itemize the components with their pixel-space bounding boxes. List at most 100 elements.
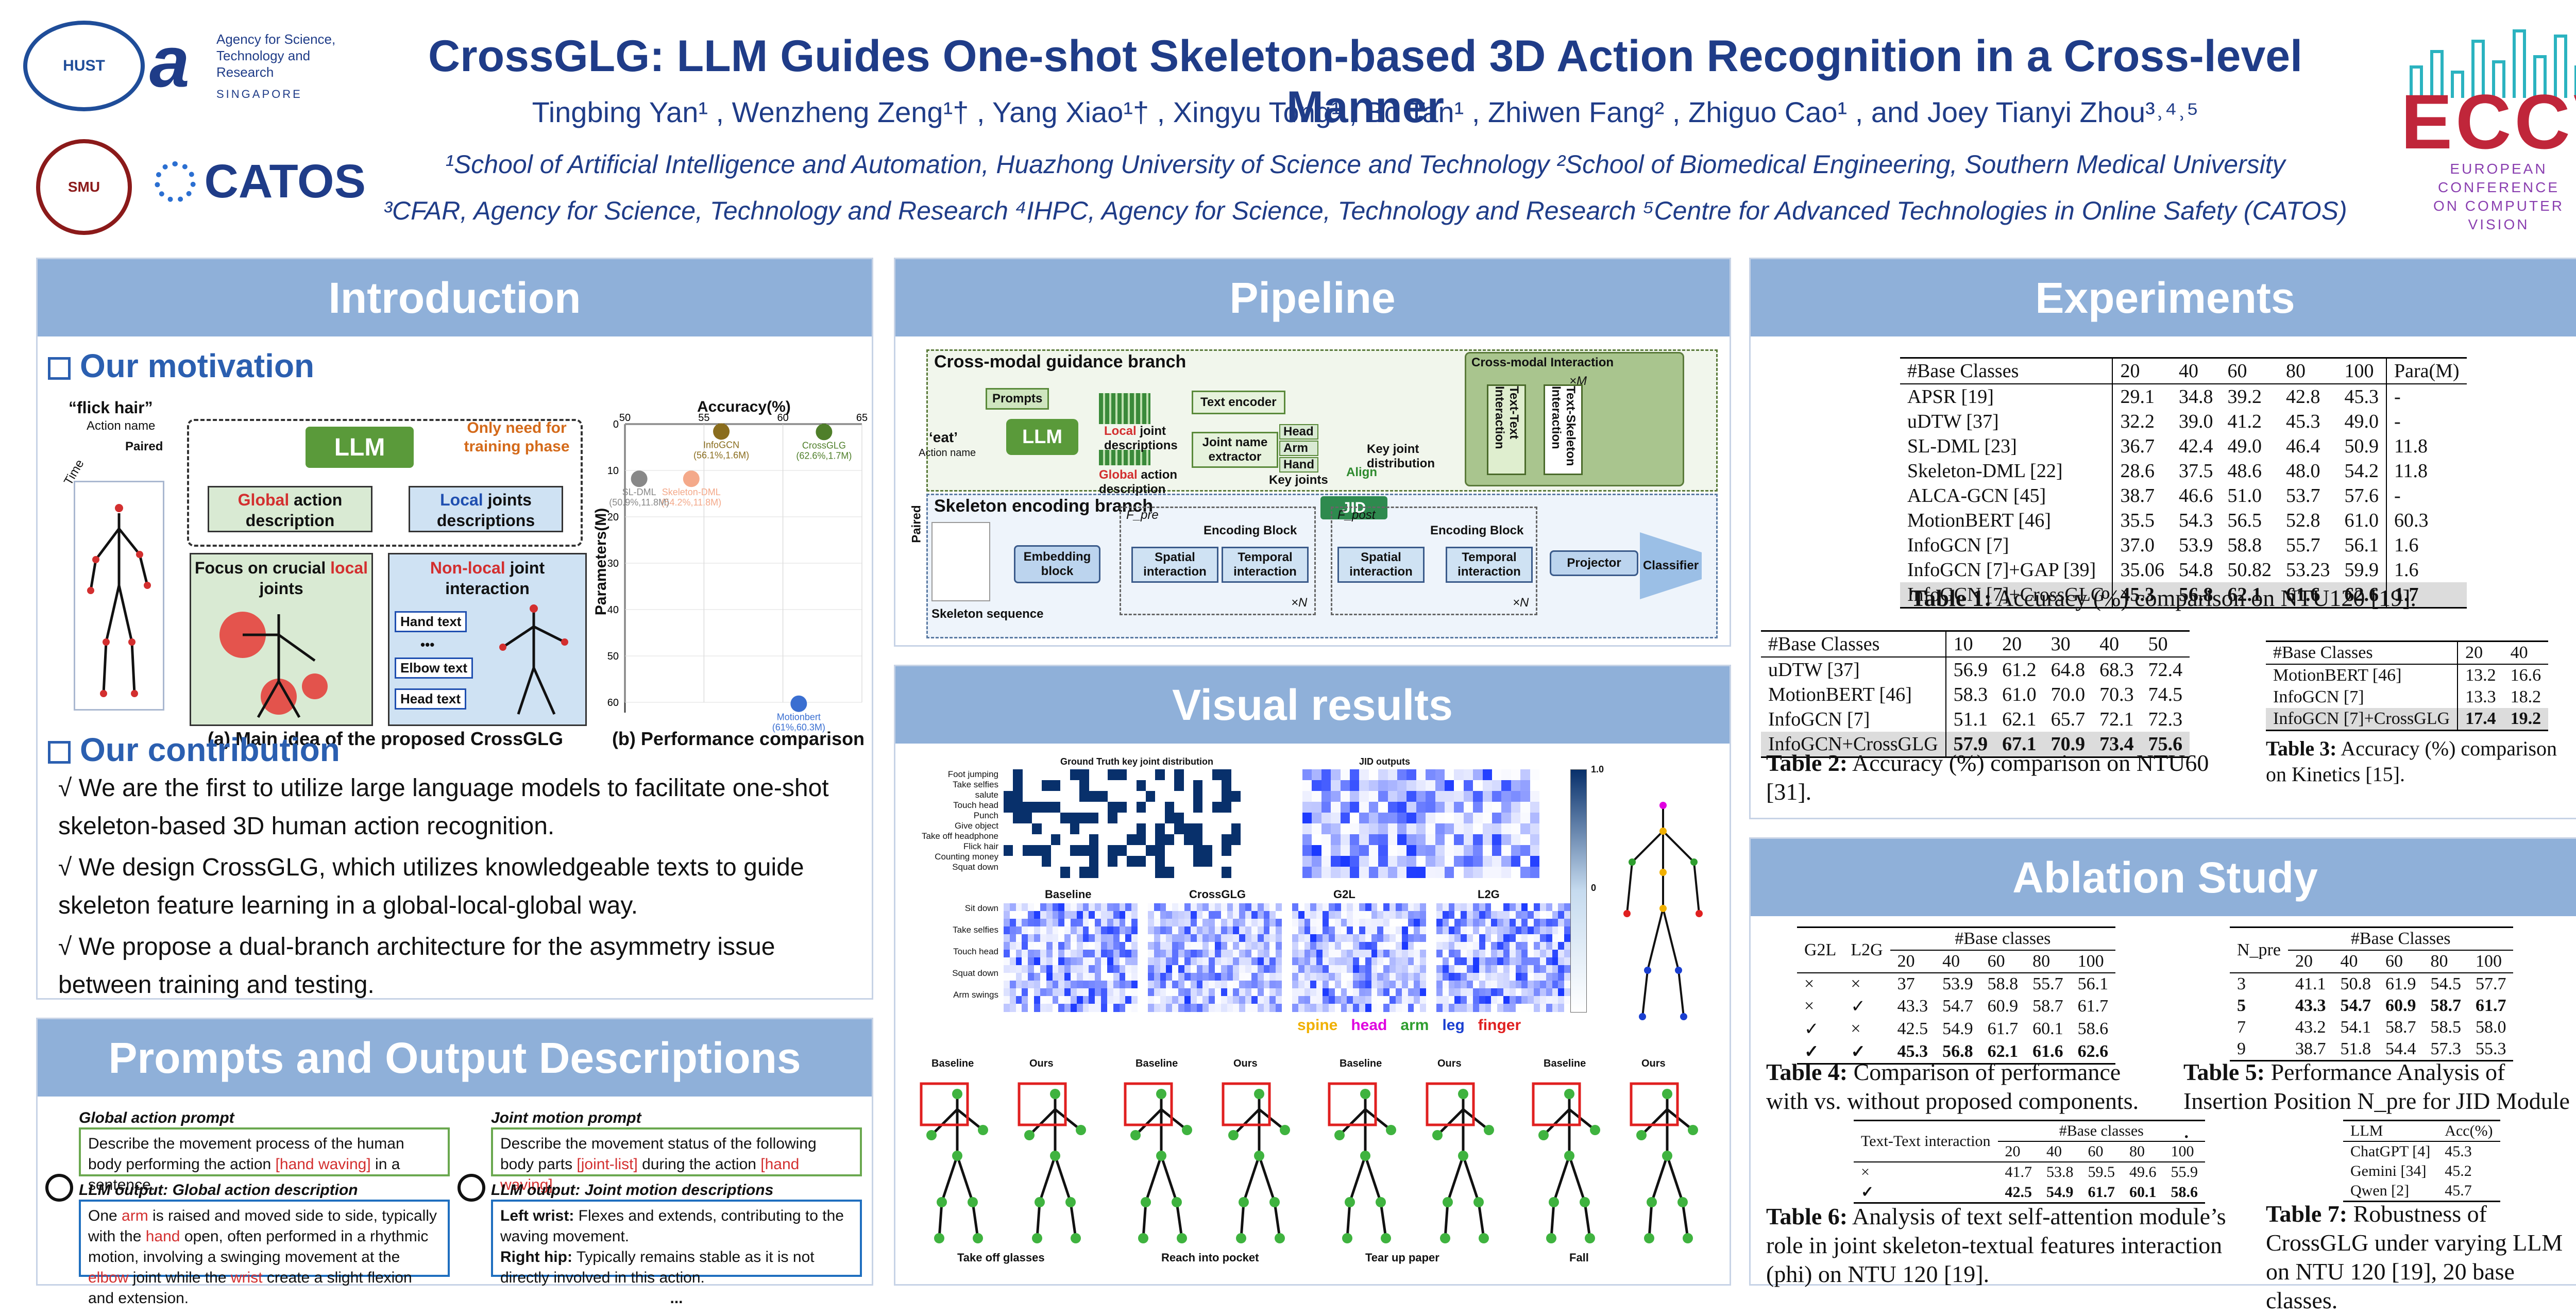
table-cell: 55.9 bbox=[2163, 1161, 2206, 1182]
attention-map-title: CrossGLG bbox=[1189, 888, 1246, 901]
heatmap-cell bbox=[1215, 934, 1222, 942]
table-cell: 45.3 bbox=[1890, 1040, 1936, 1065]
table-cell: 56.1 bbox=[2070, 972, 2116, 995]
heatmap-cell bbox=[1127, 791, 1137, 802]
heatmap-cell bbox=[1520, 823, 1531, 835]
pose-joint bbox=[1386, 1125, 1396, 1135]
heatmap-cell bbox=[1467, 942, 1473, 950]
heatmap-cell bbox=[1323, 950, 1329, 958]
heatmap-cell bbox=[1378, 791, 1388, 802]
heatmap-cell bbox=[1148, 1004, 1155, 1012]
heatmap-cell bbox=[1298, 934, 1305, 942]
heatmap-cell bbox=[1174, 769, 1184, 781]
heatmap-cell bbox=[1215, 973, 1222, 981]
heatmap-cell bbox=[1511, 845, 1521, 856]
heatmap-cell bbox=[1117, 867, 1127, 878]
table-cell: Gemini [34] bbox=[2350, 1162, 2427, 1179]
heatmap-cell bbox=[1436, 911, 1443, 919]
focus-local-box: Focus on crucial local joints bbox=[190, 553, 373, 726]
heatmap-cell bbox=[1022, 996, 1028, 1004]
heatmap-cell bbox=[1416, 834, 1426, 846]
table-cell: 50.9 bbox=[2344, 435, 2379, 457]
heatmap-cell bbox=[1341, 942, 1347, 950]
heatmap-cell bbox=[1539, 926, 1547, 935]
heatmap-cell bbox=[1501, 802, 1512, 813]
heatmap-cell bbox=[1552, 911, 1558, 919]
heatmap-cell bbox=[1485, 911, 1492, 919]
pose-bone bbox=[1175, 1202, 1183, 1239]
heatmap-cell bbox=[1467, 903, 1473, 912]
heatmap-cell bbox=[1387, 802, 1398, 813]
heatmap-cell bbox=[1041, 769, 1052, 781]
pose-bone bbox=[1346, 1202, 1351, 1239]
heatmap-cell bbox=[1368, 834, 1379, 846]
heatmap-cell bbox=[1172, 1004, 1179, 1012]
heatmap-cell bbox=[1353, 973, 1360, 981]
table-header-cell: 100 bbox=[2070, 950, 2116, 973]
pose-joint bbox=[1345, 1197, 1355, 1207]
heatmap-cell bbox=[1221, 919, 1228, 927]
table-cell: 41.7 bbox=[1997, 1161, 2040, 1182]
heatmap-cell bbox=[1184, 981, 1191, 989]
heatmap-cell bbox=[1202, 973, 1209, 981]
table-header-cell: #Base Classes bbox=[1761, 630, 1946, 657]
heatmap-cell bbox=[1148, 934, 1155, 942]
heatmap-cell bbox=[1302, 867, 1312, 878]
pose-bone bbox=[1681, 1202, 1689, 1239]
heatmap-cell bbox=[1089, 988, 1095, 997]
heatmap-cell bbox=[1340, 823, 1350, 835]
heatmap-cell bbox=[1046, 942, 1053, 950]
pose-skeleton-icon bbox=[1630, 1082, 1698, 1243]
eccv-logo-text: ECCV bbox=[2401, 78, 2576, 165]
heatmap-cell bbox=[1148, 981, 1155, 989]
heatmap-cell bbox=[1127, 823, 1137, 835]
heatmap-cell bbox=[1148, 926, 1155, 935]
heatmap-cell bbox=[1166, 919, 1173, 927]
heatmap-cell bbox=[1034, 988, 1041, 997]
heatmap-cell bbox=[1482, 834, 1493, 846]
heatmap-cell bbox=[1184, 903, 1191, 912]
heatmap-cell bbox=[1521, 996, 1528, 1004]
heatmap-cell bbox=[1387, 813, 1398, 824]
heatmap-cell bbox=[1013, 834, 1023, 846]
heatmap-cell bbox=[1353, 1004, 1360, 1012]
heatmap-cell bbox=[1511, 791, 1521, 802]
contribution-list: √ We are the first to utilize large lang… bbox=[58, 769, 862, 1007]
table-cell: 50.82 bbox=[2227, 559, 2272, 581]
heatmap-cell bbox=[1292, 919, 1299, 927]
pose-joint bbox=[1564, 1089, 1574, 1099]
heatmap-cell bbox=[1406, 813, 1417, 824]
heatmap-cell bbox=[1492, 845, 1502, 856]
heatmap-cell bbox=[1473, 856, 1483, 867]
heatmap-cell bbox=[1040, 919, 1047, 927]
heatmap-cell bbox=[1107, 919, 1114, 927]
heatmap-cell bbox=[1131, 973, 1138, 981]
heatmap-cell bbox=[1310, 911, 1317, 919]
heatmap-cell bbox=[1184, 965, 1191, 973]
heatmap-cell bbox=[1521, 950, 1528, 958]
heatmap-cell bbox=[1251, 957, 1258, 966]
heatmap-cell bbox=[1359, 823, 1369, 835]
heatmap-cell bbox=[1212, 845, 1222, 856]
heatmap-cell bbox=[1435, 856, 1445, 867]
heatmap-cell bbox=[1079, 802, 1090, 813]
heatmap-cell bbox=[1389, 996, 1396, 1004]
heatmap-cell bbox=[1353, 919, 1360, 927]
heatmap-cell bbox=[1034, 942, 1041, 950]
heatmap-cell bbox=[1154, 911, 1161, 919]
heatmap-cell bbox=[1564, 950, 1571, 958]
table-cell: 54.2 bbox=[2344, 460, 2379, 482]
pre-encoding-group: F_pre Encoding Block Spatial interaction… bbox=[1120, 507, 1316, 615]
heatmap-cell bbox=[1071, 934, 1077, 942]
heatmap-cell bbox=[1292, 988, 1299, 997]
perf-y-tick: 60 bbox=[607, 697, 619, 709]
pose-bone bbox=[1242, 1155, 1261, 1203]
heatmap-cell bbox=[1221, 942, 1228, 950]
perf-y-tick: 30 bbox=[607, 558, 619, 569]
heatmap-cell bbox=[1442, 957, 1449, 966]
heatmap-cell bbox=[1058, 903, 1065, 912]
heatmap-cell bbox=[1202, 950, 1209, 958]
heatmap-cell bbox=[1251, 950, 1258, 958]
heatmap-cell bbox=[1202, 769, 1213, 781]
heatmap-cell bbox=[1479, 903, 1486, 912]
